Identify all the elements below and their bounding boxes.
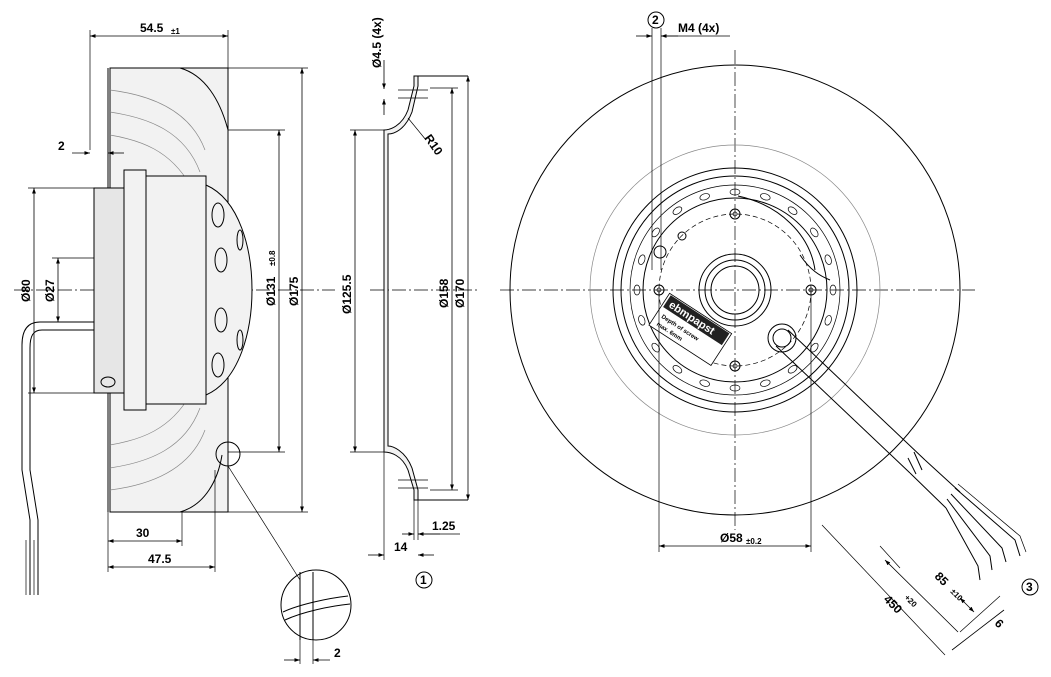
vent-slot bbox=[699, 193, 710, 201]
dim-cable-length: 450 bbox=[881, 592, 905, 616]
nozzle-view: Ø4.5 (4x) R10 Ø125.5 Ø158 Ø170 1.25 14 1 bbox=[340, 17, 480, 589]
vent-slot bbox=[633, 284, 641, 296]
impeller-disk bbox=[509, 64, 961, 516]
vent-slot bbox=[699, 379, 710, 387]
dim-thread: M4 (4x) bbox=[678, 21, 719, 35]
dim-shaft-dia: Ø27 bbox=[43, 279, 57, 302]
vent-slot bbox=[810, 227, 819, 238]
vent-slots bbox=[633, 188, 837, 392]
vent-slot bbox=[638, 254, 646, 265]
dim-depth-30: 30 bbox=[136, 526, 150, 540]
vent-slot bbox=[651, 227, 660, 238]
vent-slot bbox=[672, 206, 683, 215]
dim-overall-depth: 54.5 bbox=[140, 21, 164, 35]
label-plate: ebmpapst Depth of screw max. 6mm bbox=[648, 292, 733, 367]
callout-1 bbox=[415, 571, 433, 589]
callout-2 bbox=[647, 11, 665, 29]
callout-1-label: 1 bbox=[420, 573, 427, 587]
dim-detail-gap: 2 bbox=[334, 646, 341, 660]
dim-hole: Ø4.5 (4x) bbox=[370, 17, 384, 68]
vent-slot bbox=[760, 193, 771, 201]
side-cable bbox=[21, 321, 94, 595]
vent-slot bbox=[787, 365, 798, 374]
dim-bolt-circle-tol: ±0.2 bbox=[746, 537, 762, 546]
dim-radius: R10 bbox=[422, 132, 446, 158]
vent-slot bbox=[824, 315, 832, 326]
dim-mid-dia: Ø158 bbox=[437, 278, 451, 308]
dim-impeller-dia-tol: ±0.8 bbox=[268, 250, 277, 266]
detail-view: 2 bbox=[280, 569, 352, 664]
dim-impeller-dia: Ø131 bbox=[264, 276, 278, 306]
cooling-slots bbox=[211, 202, 244, 378]
cable-gland bbox=[100, 376, 116, 388]
front-view: ebmpapst Depth of screw max. 6mm 2 bbox=[500, 11, 1039, 656]
vent-slot bbox=[729, 384, 741, 392]
cable-exit bbox=[767, 323, 797, 353]
dim-bolt-circle: Ø58 bbox=[720, 531, 743, 545]
dim-outer-dia: Ø175 bbox=[287, 276, 301, 306]
callout-2-label: 2 bbox=[652, 13, 659, 27]
vent-slot bbox=[672, 365, 683, 374]
callout-3-label: 3 bbox=[1026, 580, 1033, 594]
front-cable bbox=[775, 329, 1027, 581]
vent-slot bbox=[729, 188, 741, 196]
side-view: 54.5 ±1 2 Ø80 Ø27 Ø131 ±0.8 Ø175 30 bbox=[14, 21, 352, 664]
dim-flange-offset: 2 bbox=[58, 139, 65, 153]
vent-slot bbox=[760, 379, 771, 387]
motor-flange bbox=[93, 187, 125, 394]
dim-outer-ring-dia: Ø170 bbox=[453, 278, 467, 308]
dim-overall-depth-tol: ±1 bbox=[171, 27, 180, 36]
vent-slot bbox=[829, 284, 837, 296]
vent-slot bbox=[787, 206, 798, 215]
inlet-ring bbox=[383, 75, 419, 501]
dim-thickness: 1.25 bbox=[432, 519, 456, 533]
vent-slot bbox=[638, 315, 646, 326]
callout-3 bbox=[1021, 578, 1039, 596]
motor-outer-ring bbox=[612, 167, 858, 413]
dim-depth-47-5: 47.5 bbox=[148, 552, 172, 566]
dim-end-strip: 6 bbox=[992, 616, 1007, 631]
vent-slot bbox=[824, 254, 832, 265]
dim-inner-dia: Ø125.5 bbox=[340, 274, 354, 314]
dim-width: 14 bbox=[394, 540, 408, 554]
dim-motor-dia: Ø80 bbox=[19, 279, 33, 302]
dim-strip-length: 85 bbox=[932, 569, 952, 589]
dim-cable-length-tol: +20 bbox=[903, 593, 919, 609]
hub-outer bbox=[698, 253, 772, 327]
vent-slot bbox=[651, 342, 660, 353]
rotor-dome bbox=[205, 184, 253, 396]
